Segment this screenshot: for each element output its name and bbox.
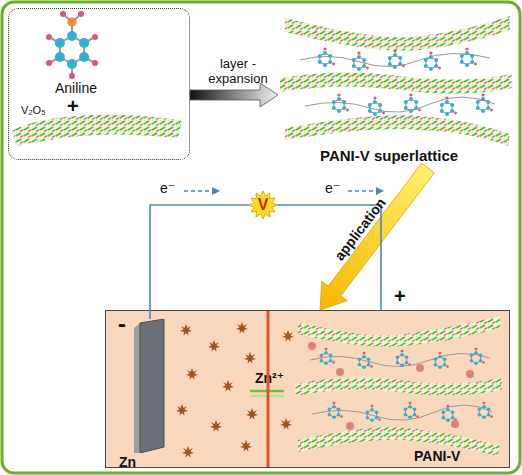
zinc-anode: -Zn — [134, 319, 166, 453]
electron-flow-arrow — [184, 187, 384, 195]
superlattice-group: PANI-V superlattice — [278, 8, 512, 168]
node-label: V — [258, 196, 269, 214]
application-arrow — [320, 163, 434, 310]
dotted-group-box: Aniline+ V₂O₅ — [8, 8, 190, 160]
circuit-wire — [150, 205, 249, 319]
separator — [267, 311, 270, 467]
process-arrow — [190, 83, 278, 107]
edge-label: e⁻ — [160, 180, 175, 196]
electrode-plate — [134, 319, 166, 453]
voltmeter-symbol: V — [249, 191, 277, 219]
node-label: V₂O₅ — [21, 104, 46, 116]
edge-label: layer - expansion — [198, 57, 278, 87]
node-label: Zn²⁺ — [255, 371, 284, 386]
v2o5-layer — [12, 115, 182, 146]
node-label: + — [394, 285, 406, 307]
aniline-molecule — [46, 11, 98, 79]
node-label: Zn — [119, 455, 136, 470]
node-label: PANI-V — [414, 449, 460, 464]
node-label: + — [67, 95, 79, 117]
edge-label: application — [332, 194, 390, 263]
node-label: Aniline — [55, 81, 97, 96]
superlattice-illustration — [280, 16, 512, 146]
node-label: - — [118, 311, 126, 337]
zinc-ions — [176, 322, 294, 458]
cathode-illustration — [295, 316, 502, 456]
edge-label: e⁻ — [325, 180, 340, 196]
node-label: PANI-V superlattice — [320, 148, 458, 165]
